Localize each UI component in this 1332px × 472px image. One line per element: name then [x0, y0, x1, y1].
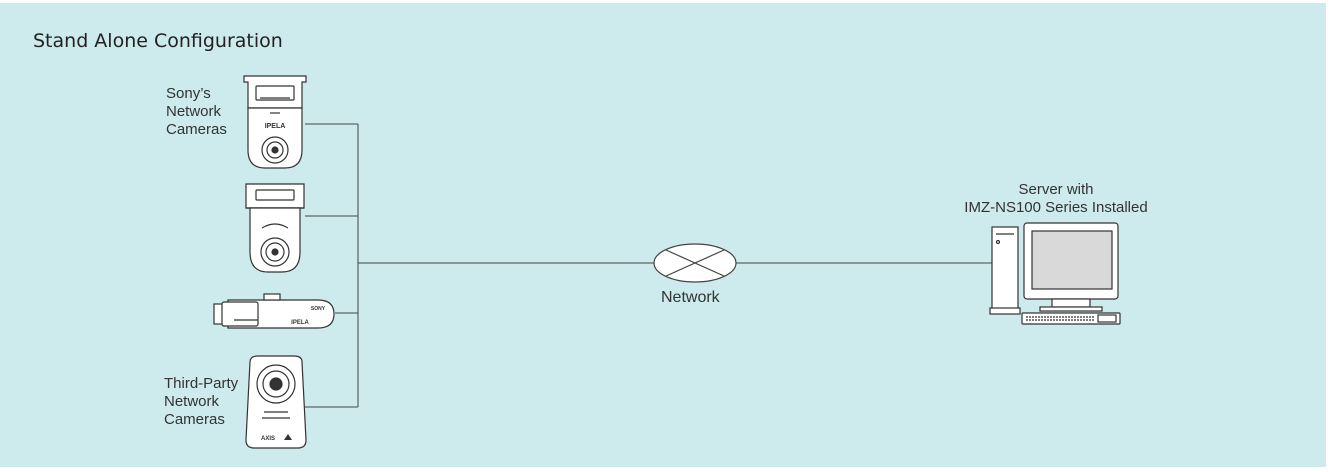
camera-3-brand: IPELA — [291, 320, 309, 326]
server-computer-icon — [989, 222, 1121, 325]
frame-bottom — [0, 467, 1332, 472]
camera-1-brand: IPELA — [265, 123, 286, 130]
network-label: Network — [661, 289, 720, 306]
third-party-cameras-label: Third-Party Network Cameras — [164, 375, 238, 429]
camera-box-icon: IPELA SONY — [213, 293, 335, 329]
camera-4-brand: AXIS — [261, 436, 275, 442]
server-tower-icon — [991, 226, 1019, 313]
third-party-label-line-3: Cameras — [164, 411, 225, 428]
camera-3-brand-small: SONY — [311, 306, 326, 312]
sony-cameras-label: Sony’s Network Cameras — [166, 85, 227, 139]
diagram-title: Stand Alone Configuration — [33, 30, 283, 52]
camera-third-party-icon: AXIS — [245, 355, 307, 449]
server-keyboard-icon — [1021, 312, 1121, 325]
server-label-line-2: IMZ-NS100 Series Installed — [964, 199, 1148, 216]
frame-top — [0, 0, 1332, 3]
server-label-line-1: Server with — [1018, 181, 1094, 198]
sony-label-line-2: Network — [166, 103, 222, 120]
network-node-icon — [653, 243, 737, 283]
third-party-label-line-2: Network — [164, 393, 220, 410]
camera-ptz-2-icon — [245, 183, 305, 273]
frame-right — [1326, 0, 1332, 472]
sony-label-line-3: Cameras — [166, 121, 227, 138]
sony-label-line-1: Sony’s — [166, 85, 211, 102]
connection-lines — [305, 123, 992, 408]
server-label: Server with IMZ-NS100 Series Installed — [951, 181, 1161, 217]
camera-ptz-1-icon: IPELA — [243, 75, 307, 169]
third-party-label-line-1: Third-Party — [164, 375, 239, 392]
